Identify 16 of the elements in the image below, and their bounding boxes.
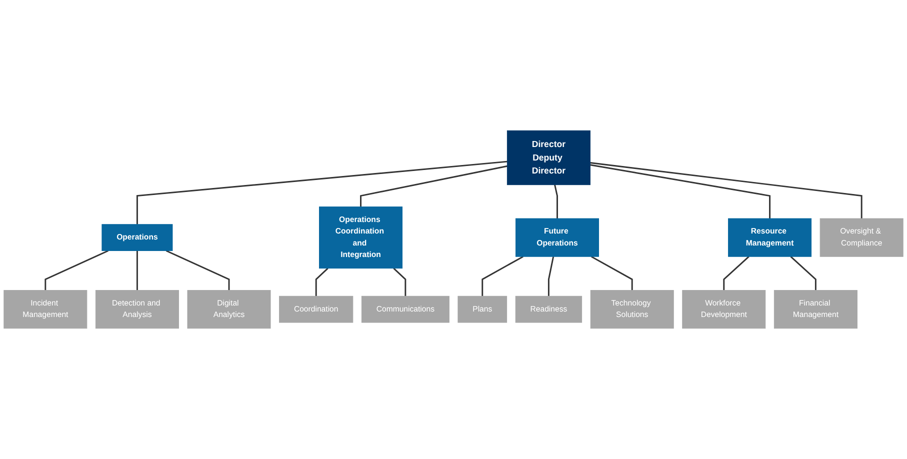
connector xyxy=(360,165,508,207)
node-box: Director Deputy Director xyxy=(506,130,590,186)
connector xyxy=(590,164,771,219)
connector xyxy=(790,256,816,290)
connector xyxy=(393,268,406,296)
connector xyxy=(590,162,862,219)
connector xyxy=(723,256,750,290)
connector xyxy=(548,256,554,296)
connector xyxy=(554,184,558,219)
connector xyxy=(315,268,328,296)
connector xyxy=(136,160,508,224)
connector xyxy=(591,256,633,290)
connector xyxy=(44,250,109,290)
connector xyxy=(482,256,524,296)
connector xyxy=(136,250,138,290)
connector xyxy=(166,250,230,290)
